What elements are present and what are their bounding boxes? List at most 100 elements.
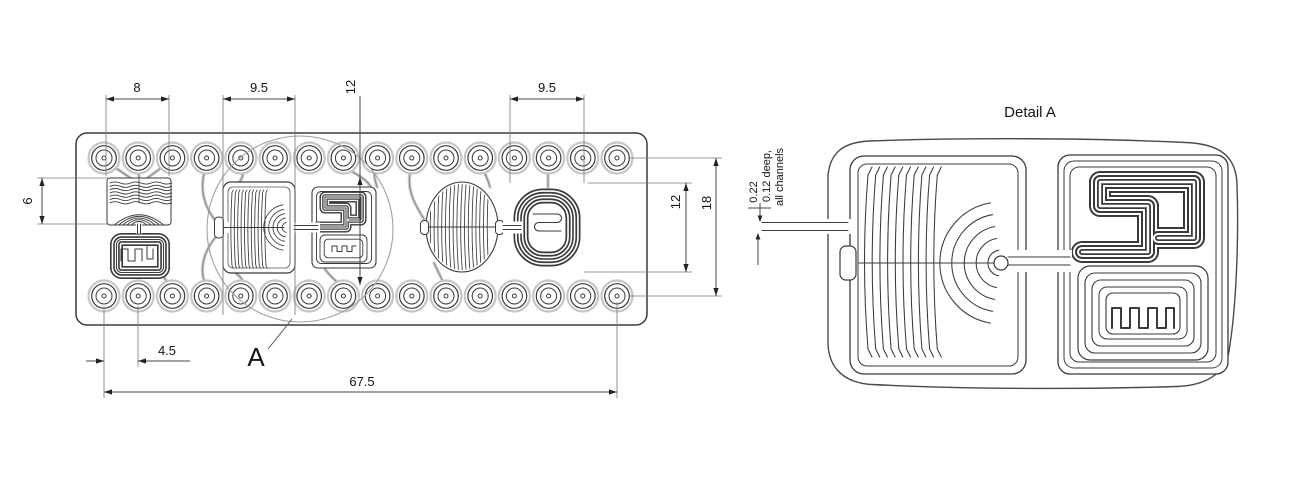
port-inner-ring xyxy=(505,149,523,167)
port-center xyxy=(306,155,312,161)
port-inner-ring xyxy=(198,287,216,305)
port-inner-ring xyxy=(232,287,250,305)
serpentine-comb xyxy=(331,245,357,252)
port-ring xyxy=(227,283,254,309)
port-ring xyxy=(501,145,528,171)
port-ring xyxy=(330,283,357,309)
dim-mixer-width: 8 xyxy=(133,80,140,95)
detail-spiral xyxy=(1098,286,1188,340)
mixer-arc xyxy=(118,215,160,225)
port-center xyxy=(169,293,175,299)
port-ring xyxy=(433,283,459,309)
detail-column-channel xyxy=(933,166,942,358)
column-channel xyxy=(261,189,265,269)
detail-leader-line xyxy=(267,318,293,350)
port-ring xyxy=(467,283,494,309)
port-inner-ring xyxy=(300,287,318,305)
connector-mask xyxy=(136,223,142,234)
port-inner-ring xyxy=(163,287,181,305)
port-center xyxy=(101,293,107,299)
mixer-wavy-line xyxy=(109,191,173,195)
port-ring xyxy=(330,145,357,171)
mask xyxy=(294,222,320,233)
port-ring xyxy=(535,283,562,309)
port-center xyxy=(409,293,415,299)
port-ring xyxy=(159,283,186,309)
port-inner-ring xyxy=(129,149,147,167)
column-inlet-tab xyxy=(214,216,224,239)
port-ring xyxy=(364,283,391,309)
detail-column-channel xyxy=(917,166,927,358)
detail-structures xyxy=(761,154,1229,375)
dimension-arrows xyxy=(39,96,763,395)
port-inner-ring xyxy=(369,287,387,305)
port-inner-ring xyxy=(403,287,421,305)
port-center xyxy=(443,155,449,161)
mask xyxy=(1016,250,1072,272)
detail-column-channel xyxy=(910,166,919,358)
port-inner-ring xyxy=(471,287,489,305)
detail-column-channel xyxy=(871,166,881,358)
port-ring xyxy=(398,145,425,171)
serpentine-spiral xyxy=(319,234,368,263)
port-inner-ring xyxy=(369,149,387,167)
note-depth-line1: 0.12 deep, xyxy=(761,150,773,202)
mask xyxy=(503,221,523,234)
port-inner-ring xyxy=(471,149,489,167)
detail-column-channel xyxy=(902,166,912,358)
detail-column-arc xyxy=(951,214,994,312)
port-inner-ring xyxy=(266,287,284,305)
detail-column-channel xyxy=(925,166,935,358)
note-channel-width: 0.22 xyxy=(748,181,760,202)
mixer-arc xyxy=(127,219,151,225)
port-ring xyxy=(125,145,152,171)
detail-column-channel xyxy=(879,166,888,358)
port-inner-ring xyxy=(232,149,250,167)
port-ring xyxy=(604,145,630,171)
note-depth-line2: all channels xyxy=(774,147,786,206)
port-center xyxy=(443,293,449,299)
port-center xyxy=(511,293,517,299)
channel-band xyxy=(116,239,164,273)
mask xyxy=(822,219,854,234)
spiral-hook xyxy=(146,244,154,260)
port-center xyxy=(409,155,415,161)
mixer-wavy-line xyxy=(109,197,173,202)
column-channel xyxy=(244,189,248,269)
port-center xyxy=(580,293,586,299)
port-ring xyxy=(296,145,323,171)
mixer-arc xyxy=(122,217,156,225)
detail-column-channel xyxy=(894,166,904,358)
port-center xyxy=(546,155,552,161)
column-channel xyxy=(237,189,241,269)
detail-callout-circle xyxy=(206,135,394,323)
port-center xyxy=(135,155,141,161)
detail-column-arc xyxy=(975,237,998,289)
dim-serpentine-height: 12 xyxy=(343,80,358,94)
port-center xyxy=(477,293,483,299)
dim-total-width: 67.5 xyxy=(349,374,374,389)
port-inner-ring xyxy=(334,149,352,167)
port-inner-ring xyxy=(437,149,455,167)
mixer-arc xyxy=(131,220,147,225)
port-ring xyxy=(159,145,186,171)
port-inner-ring xyxy=(163,149,181,167)
column-channel xyxy=(240,189,244,269)
detail-column-channel xyxy=(887,166,896,358)
port-inner-ring xyxy=(300,149,318,167)
port-ring xyxy=(91,145,117,171)
port-center xyxy=(375,293,381,299)
port-center xyxy=(375,155,381,161)
detail-junction-circle xyxy=(993,255,1009,271)
detail-spiral xyxy=(1091,279,1195,347)
port-center xyxy=(511,155,517,161)
port-ring xyxy=(227,145,254,171)
detail-spiral xyxy=(1084,272,1202,354)
port-center xyxy=(101,155,107,161)
oval-center-s xyxy=(532,213,563,232)
port-center xyxy=(477,155,483,161)
port-inner-ring xyxy=(266,149,284,167)
detail-label: A xyxy=(247,342,265,372)
